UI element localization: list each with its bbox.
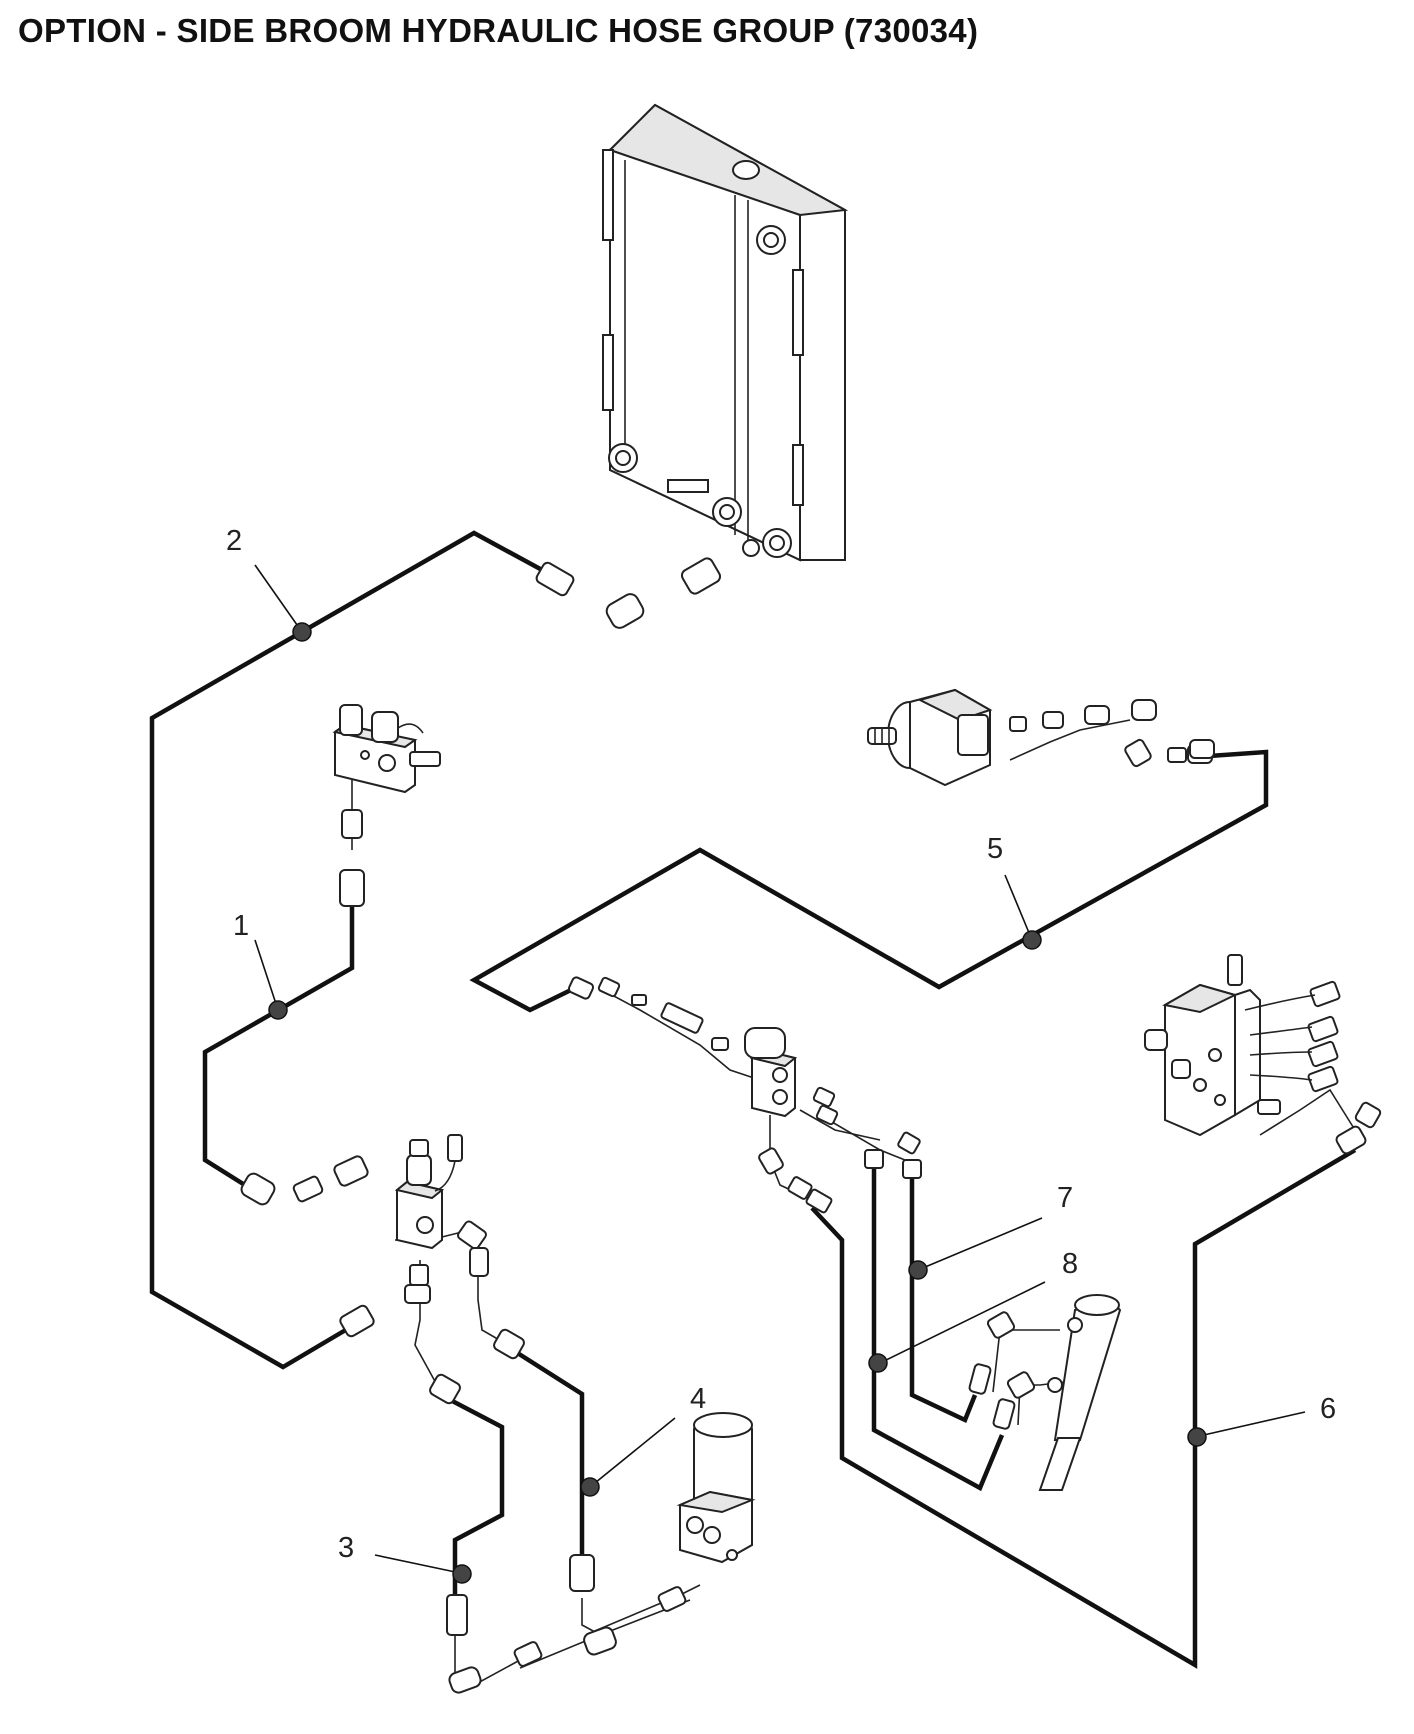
callout-6: 6 bbox=[1187, 1393, 1336, 1447]
hose-6 bbox=[810, 1148, 1357, 1669]
solenoid-valve-center bbox=[567, 976, 922, 1214]
solenoid-valve-middle bbox=[240, 1134, 489, 1304]
oil-cooler bbox=[602, 103, 849, 562]
hose-8 bbox=[871, 1165, 1005, 1492]
callout-7: 7 bbox=[908, 1182, 1073, 1280]
hose-5 bbox=[469, 749, 1269, 1013]
hose-4 bbox=[506, 1345, 585, 1557]
callout-4: 4 bbox=[580, 1383, 706, 1497]
hydraulic-motor bbox=[867, 688, 1213, 787]
fittings bbox=[339, 539, 1382, 1694]
page-title: OPTION - SIDE BROOM HYDRAULIC HOSE GROUP… bbox=[18, 12, 979, 49]
filter-assembly bbox=[676, 1412, 756, 1564]
hose-1 bbox=[202, 905, 355, 1189]
hose-3 bbox=[435, 1391, 505, 1596]
tube-segments bbox=[351, 719, 1356, 1691]
hydraulic-cylinder bbox=[968, 1294, 1122, 1491]
control-valve-manifold bbox=[1144, 954, 1341, 1137]
callout-label-5: 5 bbox=[987, 833, 1003, 865]
callout-label-3: 3 bbox=[338, 1532, 354, 1564]
callout-label-6: 6 bbox=[1320, 1393, 1336, 1425]
callout-label-8: 8 bbox=[1062, 1248, 1078, 1280]
callout-8: 8 bbox=[868, 1248, 1078, 1373]
callout-3: 3 bbox=[338, 1532, 472, 1584]
valve-block-top-left bbox=[332, 704, 441, 794]
callout-2: 2 bbox=[226, 525, 312, 642]
callout-label-1: 1 bbox=[233, 910, 249, 942]
callout-label-2: 2 bbox=[226, 525, 242, 557]
callout-label-7: 7 bbox=[1057, 1182, 1073, 1214]
callout-label-4: 4 bbox=[690, 1383, 706, 1415]
callout-1: 1 bbox=[233, 910, 288, 1020]
hose-2 bbox=[149, 530, 557, 1370]
callout-5: 5 bbox=[987, 833, 1042, 950]
hose-7 bbox=[909, 1175, 978, 1424]
